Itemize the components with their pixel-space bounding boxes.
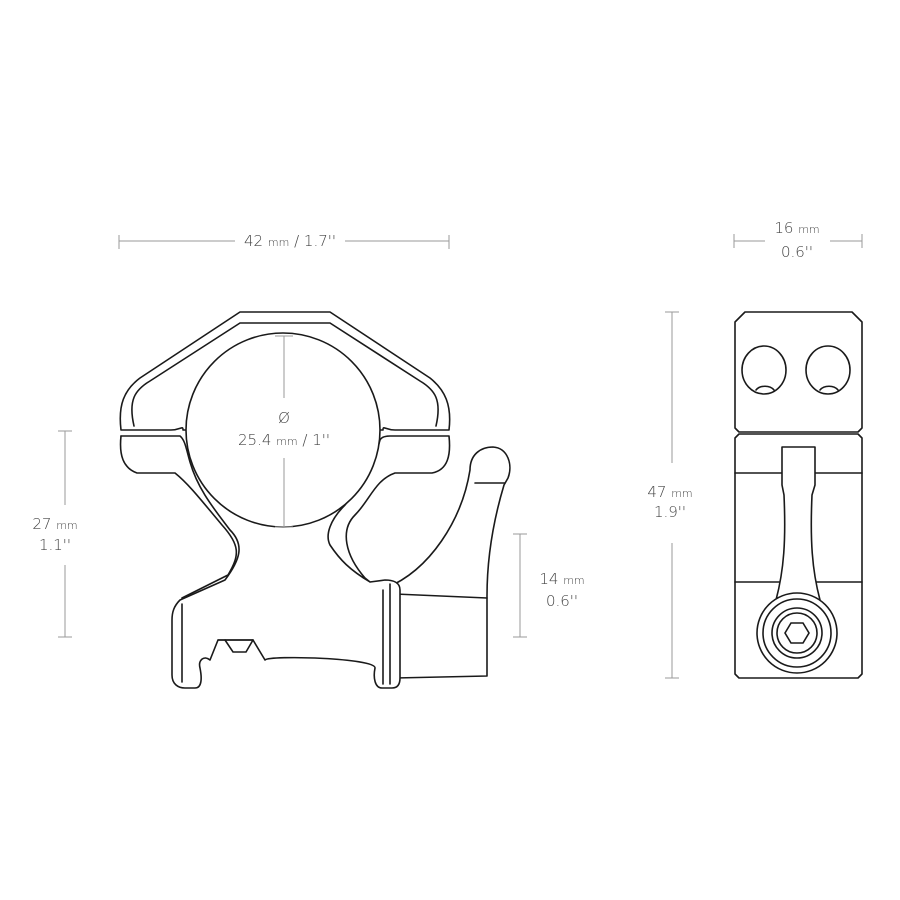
- hex-socket-icon: [784, 622, 810, 644]
- label-height-total-imperial: 1.9'': [654, 503, 686, 521]
- dimension-height-rail: [513, 533, 527, 638]
- diameter-symbol: Ø: [278, 409, 290, 427]
- label-height-rail-metric: 14 mm: [539, 570, 584, 588]
- screw-hole-right: [805, 345, 851, 395]
- label-height-total-metric: 47 mm: [647, 483, 692, 501]
- dimension-height-center: [58, 430, 72, 638]
- front-view-ring-mount: [119, 311, 511, 689]
- label-width-side-imperial: 0.6'': [781, 243, 813, 261]
- label-ring-diameter: 25.4 mm / 1'': [238, 431, 330, 449]
- screw-hole-left: [741, 345, 787, 395]
- dimension-ring-diameter: [275, 335, 293, 528]
- dimension-width-front: [118, 235, 450, 249]
- label-height-center-imperial: 1.1'': [39, 536, 71, 554]
- label-width-front: 42 mm / 1.7'': [244, 232, 336, 250]
- label-width-side-metric: 16 mm: [774, 219, 819, 237]
- dimension-width-side: [733, 234, 863, 248]
- ring-bore-circle: [185, 332, 381, 528]
- label-height-center-metric: 27 mm: [32, 515, 77, 533]
- ring-base-body: [120, 435, 451, 689]
- dimension-height-total: [665, 311, 679, 679]
- lever-nut: [756, 592, 838, 674]
- label-height-rail-imperial: 0.6'': [546, 592, 578, 610]
- lever-arm: [385, 446, 511, 679]
- side-view-ring-mount: [734, 311, 863, 679]
- side-top-block: [734, 311, 863, 433]
